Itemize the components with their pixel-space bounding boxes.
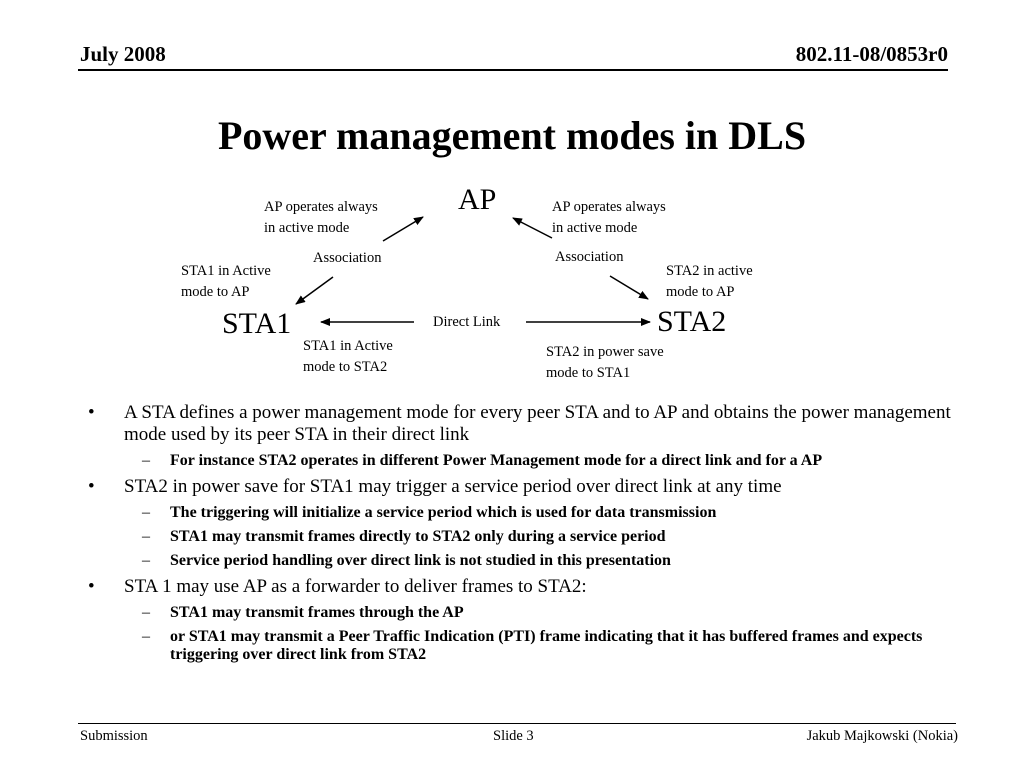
label-ap-mode-right: AP operates always in active mode	[552, 199, 666, 236]
sub-bullet-item: – or STA1 may transmit a Peer Traffic In…	[142, 628, 923, 663]
sub-bullet-marker: –	[142, 452, 150, 469]
node-sta1: STA1	[222, 307, 292, 340]
node-sta2: STA2	[657, 305, 727, 338]
header-doc-id: 802.11-08/0853r0	[795, 42, 948, 66]
arrow-sta2-to-ap	[512, 217, 553, 239]
sub-bullet-item: – For instance STA2 operates in differen…	[142, 452, 823, 469]
bullet-marker: •	[88, 476, 95, 497]
sub-bullet-marker: –	[142, 552, 150, 569]
label-sta1-mode-ap: STA1 in Active mode to AP	[181, 263, 271, 300]
label-sta2-mode-ap: STA2 in active mode to AP	[666, 263, 753, 300]
bullet-item: • STA 1 may use AP as a forwarder to del…	[88, 576, 587, 597]
sub-bullet-marker: –	[142, 628, 150, 645]
bullet-list: • A STA defines a power management mode …	[84, 402, 954, 670]
header-rule	[78, 69, 948, 71]
arrow-ap-to-sta1	[295, 276, 334, 305]
slide-title: Power management modes in DLS	[217, 113, 807, 158]
node-ap: AP	[458, 183, 497, 216]
sub-bullet-item: – STA1 may transmit frames through the A…	[142, 604, 464, 621]
bullet-item: • A STA defines a power management mode …	[88, 402, 951, 445]
sub-bullet-item: – The triggering will initialize a servi…	[142, 504, 717, 521]
sub-bullet-marker: –	[142, 528, 150, 545]
label-sta1-mode-sta2: STA1 in Active mode to STA2	[303, 338, 393, 375]
label-association-right: Association	[555, 249, 624, 265]
bullet-marker: •	[88, 402, 95, 423]
bullet-item: • STA2 in power save for STA1 may trigge…	[88, 476, 782, 497]
sub-bullet-marker: –	[142, 604, 150, 621]
footer-rule	[78, 723, 956, 724]
footer-author: Jakub Majkowski (Nokia)	[806, 728, 958, 744]
label-association-left: Association	[313, 250, 382, 266]
sub-bullet-marker: –	[142, 504, 150, 521]
label-ap-mode-left: AP operates always in active mode	[264, 199, 378, 236]
header-date: July 2008	[80, 42, 166, 66]
footer-slide-number: Slide 3	[493, 728, 534, 744]
arrow-ap-to-sta2	[609, 275, 649, 300]
sub-bullet-item: – STA1 may transmit frames directly to S…	[142, 528, 666, 545]
label-sta2-mode-sta1: STA2 in power save mode to STA1	[546, 344, 664, 381]
footer-submission: Submission	[80, 728, 148, 744]
label-direct-link: Direct Link	[433, 314, 501, 330]
bullet-marker: •	[88, 576, 95, 597]
sub-bullet-item: – Service period handling over direct li…	[142, 552, 671, 569]
arrow-sta1-to-ap	[382, 216, 424, 242]
